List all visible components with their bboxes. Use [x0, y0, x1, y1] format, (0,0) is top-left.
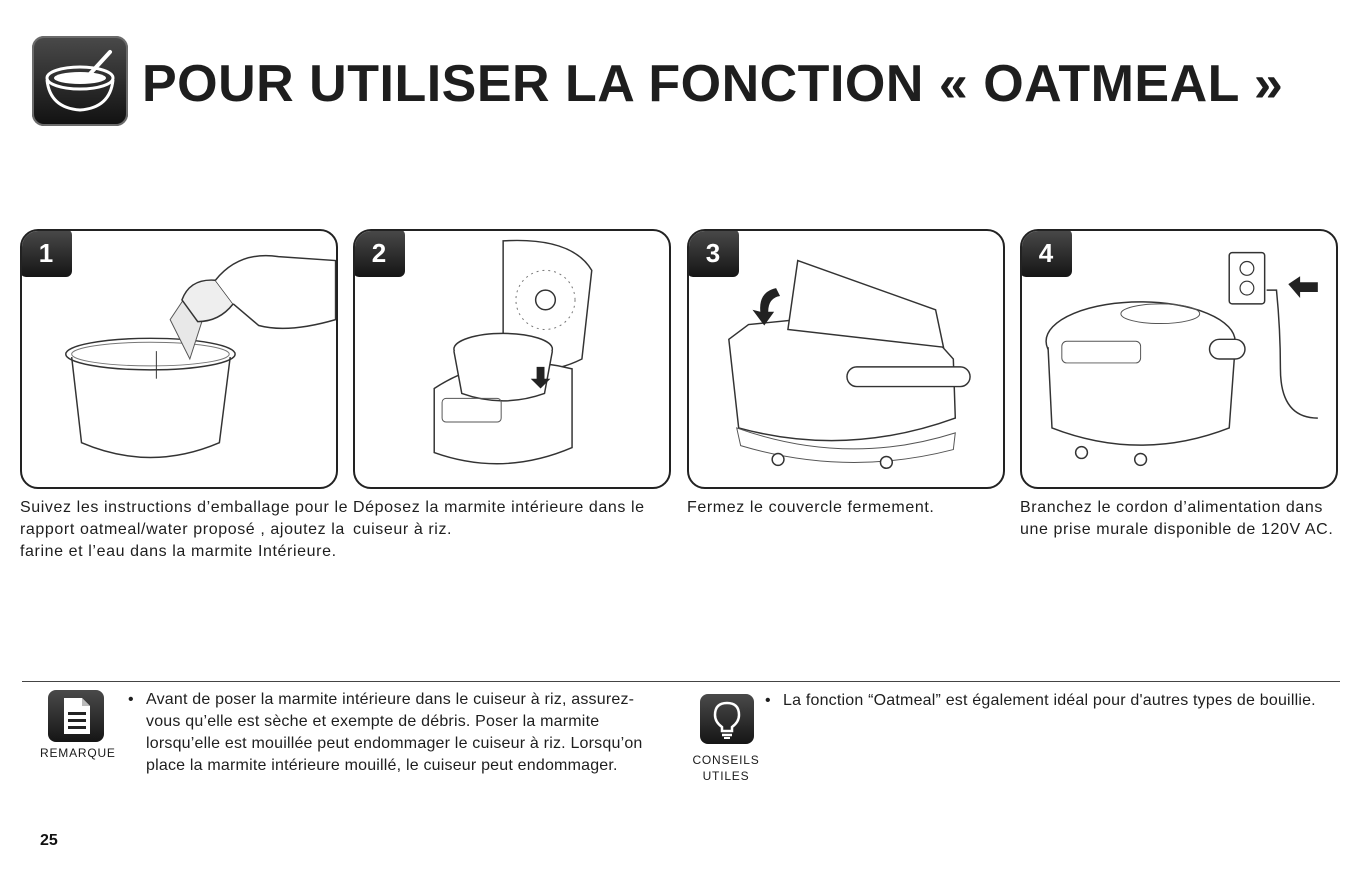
step-3: 3 Fermez le couvercle fermement. [687, 229, 1007, 519]
step-1-text: Suivez les instructions d’emballage pour… [20, 499, 349, 560]
note-text: Avant de poser la marmite intérieure dan… [146, 691, 643, 774]
page-title: POUR UTILISER LA FONCTION « OATMEAL » [142, 55, 1284, 113]
step-number: 2 [355, 231, 405, 277]
step-3-text: Fermez le couvercle fermement. [687, 499, 935, 516]
step-1: 1 Suivez les instructions d’emballage po… [20, 229, 348, 563]
tip-label-line1: CONSEILS [692, 753, 760, 767]
bullet-dot: • [765, 692, 771, 709]
step-number: 3 [689, 231, 739, 277]
step-number: 4 [1022, 231, 1072, 277]
oatmeal-bowl-icon [32, 36, 128, 126]
document-icon [48, 690, 104, 742]
tip-bullet-item: • La fonction “Oatmeal” est également id… [765, 690, 1323, 712]
step-4-illustration: 4 [1020, 229, 1338, 489]
lightbulb-icon [700, 694, 754, 744]
step-number: 1 [22, 231, 72, 277]
step-2-illustration: 2 [353, 229, 671, 489]
note-label: REMARQUE [40, 746, 116, 760]
tip-label: CONSEILS UTILES [688, 752, 764, 784]
bullet-dot: • [128, 691, 134, 708]
step-3-illustration: 3 [687, 229, 1005, 489]
step-2: 2 Déposez la marmite intérieure dans le … [353, 229, 673, 541]
step-4: 4 Branchez le cordon d’alimentation dans… [1020, 229, 1340, 541]
tip-label-line2: UTILES [702, 769, 750, 783]
page-number: 25 [40, 832, 58, 849]
step-1-illustration: 1 [20, 229, 338, 489]
tip-text: La fonction “Oatmeal” est également idéa… [783, 692, 1316, 709]
section-divider [22, 681, 1340, 682]
step-4-text: Branchez le cordon d’alimentation dans u… [1020, 499, 1334, 538]
step-2-text: Déposez la marmite intérieure dans le cu… [353, 499, 645, 538]
note-bullet-item: • Avant de poser la marmite intérieure d… [128, 689, 656, 777]
